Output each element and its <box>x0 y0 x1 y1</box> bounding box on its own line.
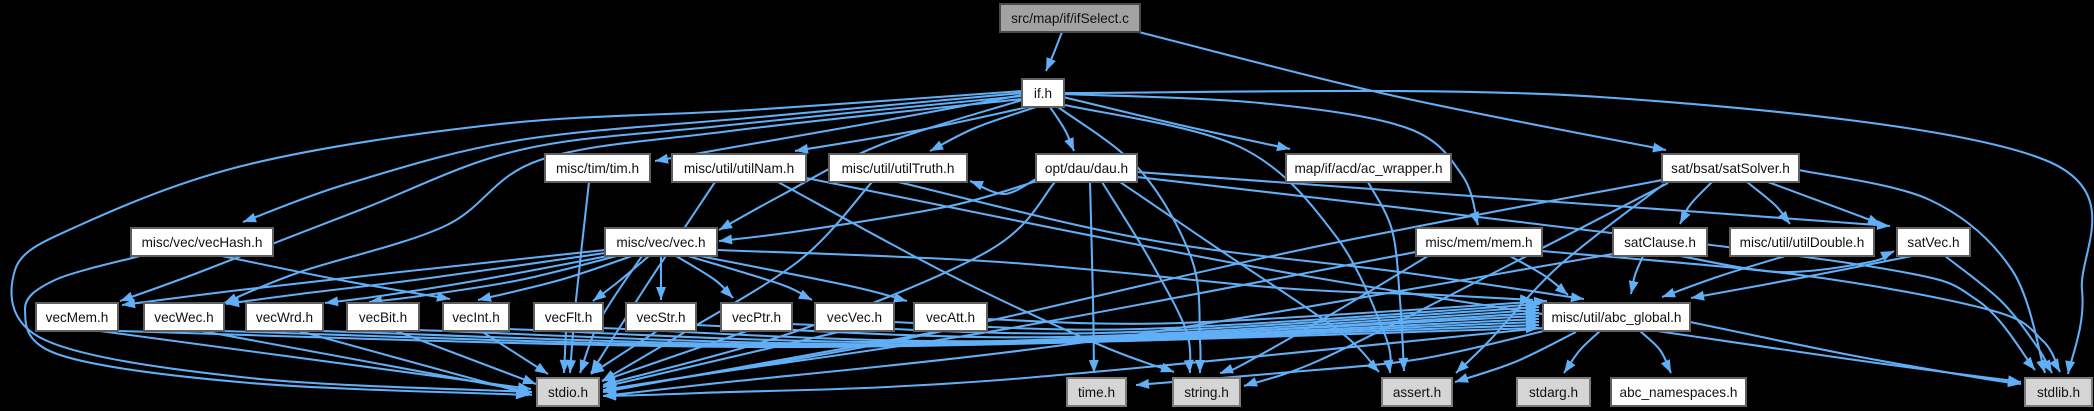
svg-text:vecInt.h: vecInt.h <box>452 310 500 325</box>
svg-text:vecAtt.h: vecAtt.h <box>926 310 975 325</box>
svg-text:sat/bsat/satSolver.h: sat/bsat/satSolver.h <box>1671 161 1790 176</box>
svg-text:stdlib.h: stdlib.h <box>2037 385 2080 400</box>
svg-text:misc/tim/tim.h: misc/tim/tim.h <box>556 161 639 176</box>
svg-text:string.h: string.h <box>1184 385 1229 400</box>
svg-text:vecWrd.h: vecWrd.h <box>256 310 313 325</box>
svg-text:vecVec.h: vecVec.h <box>827 310 882 325</box>
svg-text:satVec.h: satVec.h <box>1907 235 1959 250</box>
svg-text:vecStr.h: vecStr.h <box>636 310 685 325</box>
svg-text:abc_namespaces.h: abc_namespaces.h <box>1620 385 1738 400</box>
svg-text:misc/util/utilNam.h: misc/util/utilNam.h <box>684 161 794 176</box>
svg-text:map/if/acd/ac_wrapper.h: map/if/acd/ac_wrapper.h <box>1294 161 1442 176</box>
svg-text:stdarg.h: stdarg.h <box>1529 385 1578 400</box>
svg-text:misc/util/utilTruth.h: misc/util/utilTruth.h <box>842 161 955 176</box>
svg-text:vecPtr.h: vecPtr.h <box>732 310 781 325</box>
svg-text:vecBit.h: vecBit.h <box>359 310 407 325</box>
svg-text:vecMem.h: vecMem.h <box>46 310 109 325</box>
svg-text:assert.h: assert.h <box>1393 385 1441 400</box>
svg-text:time.h: time.h <box>1078 385 1115 400</box>
svg-text:stdio.h: stdio.h <box>548 385 588 400</box>
svg-text:misc/util/utilDouble.h: misc/util/utilDouble.h <box>1740 235 1865 250</box>
svg-text:if.h: if.h <box>1034 86 1052 101</box>
svg-text:src/map/if/ifSelect.c: src/map/if/ifSelect.c <box>1011 11 1129 26</box>
svg-text:vecWec.h: vecWec.h <box>154 310 213 325</box>
svg-text:vecFlt.h: vecFlt.h <box>545 310 593 325</box>
svg-text:misc/mem/mem.h: misc/mem/mem.h <box>1425 235 1532 250</box>
svg-text:misc/vec/vecHash.h: misc/vec/vecHash.h <box>142 235 263 250</box>
svg-text:opt/dau/dau.h: opt/dau/dau.h <box>1045 161 1128 176</box>
svg-text:satClause.h: satClause.h <box>1624 235 1696 250</box>
svg-text:misc/vec/vec.h: misc/vec/vec.h <box>616 235 705 250</box>
svg-text:misc/util/abc_global.h: misc/util/abc_global.h <box>1552 310 1682 325</box>
